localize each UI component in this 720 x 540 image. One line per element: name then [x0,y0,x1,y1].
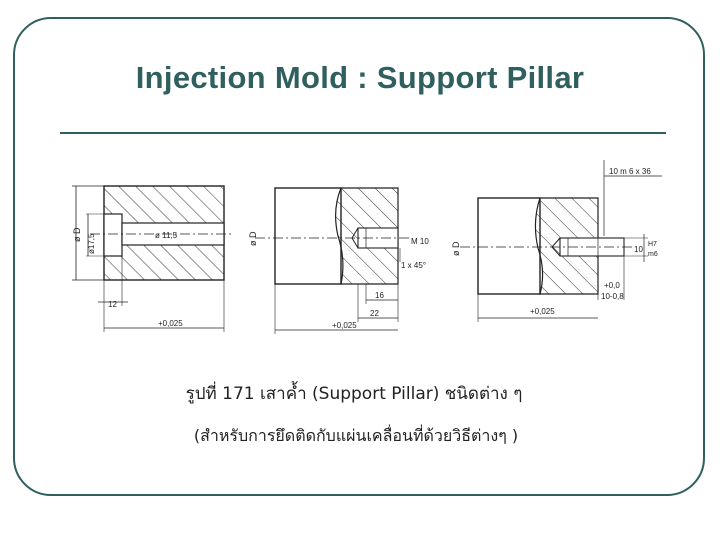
fig1-dia-label: ø D [72,227,82,242]
fig3-fit-hole: H7 [648,241,657,248]
fig1-depth: 12 [108,300,117,309]
fig2-chamfer: 1 x 45° [401,261,426,270]
figure-3: ø D 10 m 6 x 36 10 H7 m6 +0,0 10-0,8 +0,… [451,160,662,322]
fig2-dim-22: 22 [370,309,379,318]
fig1-counterbore [103,213,123,257]
fig2-dia-label: ø D [248,231,258,246]
title-underline [60,132,666,134]
fig1-hole-dia: ø 11,5 [155,231,178,240]
fig3-body-plain [477,197,541,295]
figure-2: ø D M 10 1 x 45° 16 22 +0,025 [248,187,429,334]
slide-title: Injection Mold : Support Pillar [135,60,585,95]
caption-line-1: รูปที่ 171 เสาค้ำ (Support Pillar) ชนิดต… [185,384,523,404]
fig3-pin-dia: 10 [634,245,643,254]
fig1-tolerance: +0,025 [158,319,183,328]
fig1-bore-dia: ø17,5 [87,233,96,254]
figure-1: ø D ø17,5 ø 11,5 12 +0,025 [72,185,232,332]
fig2-body-plain [274,187,342,285]
fig3-tolerance: +0,025 [530,307,555,316]
fig3-dia-label: ø D [451,241,461,256]
fig3-pin-spec: 10 m 6 x 36 [609,167,651,176]
fig3-tol-bottom: 10-0,8 [601,292,624,301]
fig3-tol-top: +0,0 [604,281,620,290]
fig3-fit-shaft: m6 [648,251,658,258]
fig2-thread: M 10 [411,237,429,246]
caption-line-2: (สำหรับการยึดติดกับแผ่นเคลื่อนที่ด้วยวิธ… [193,426,519,445]
fig2-dim-16: 16 [375,291,384,300]
slide-frame [13,17,705,496]
fig2-tolerance: +0,025 [332,321,357,330]
